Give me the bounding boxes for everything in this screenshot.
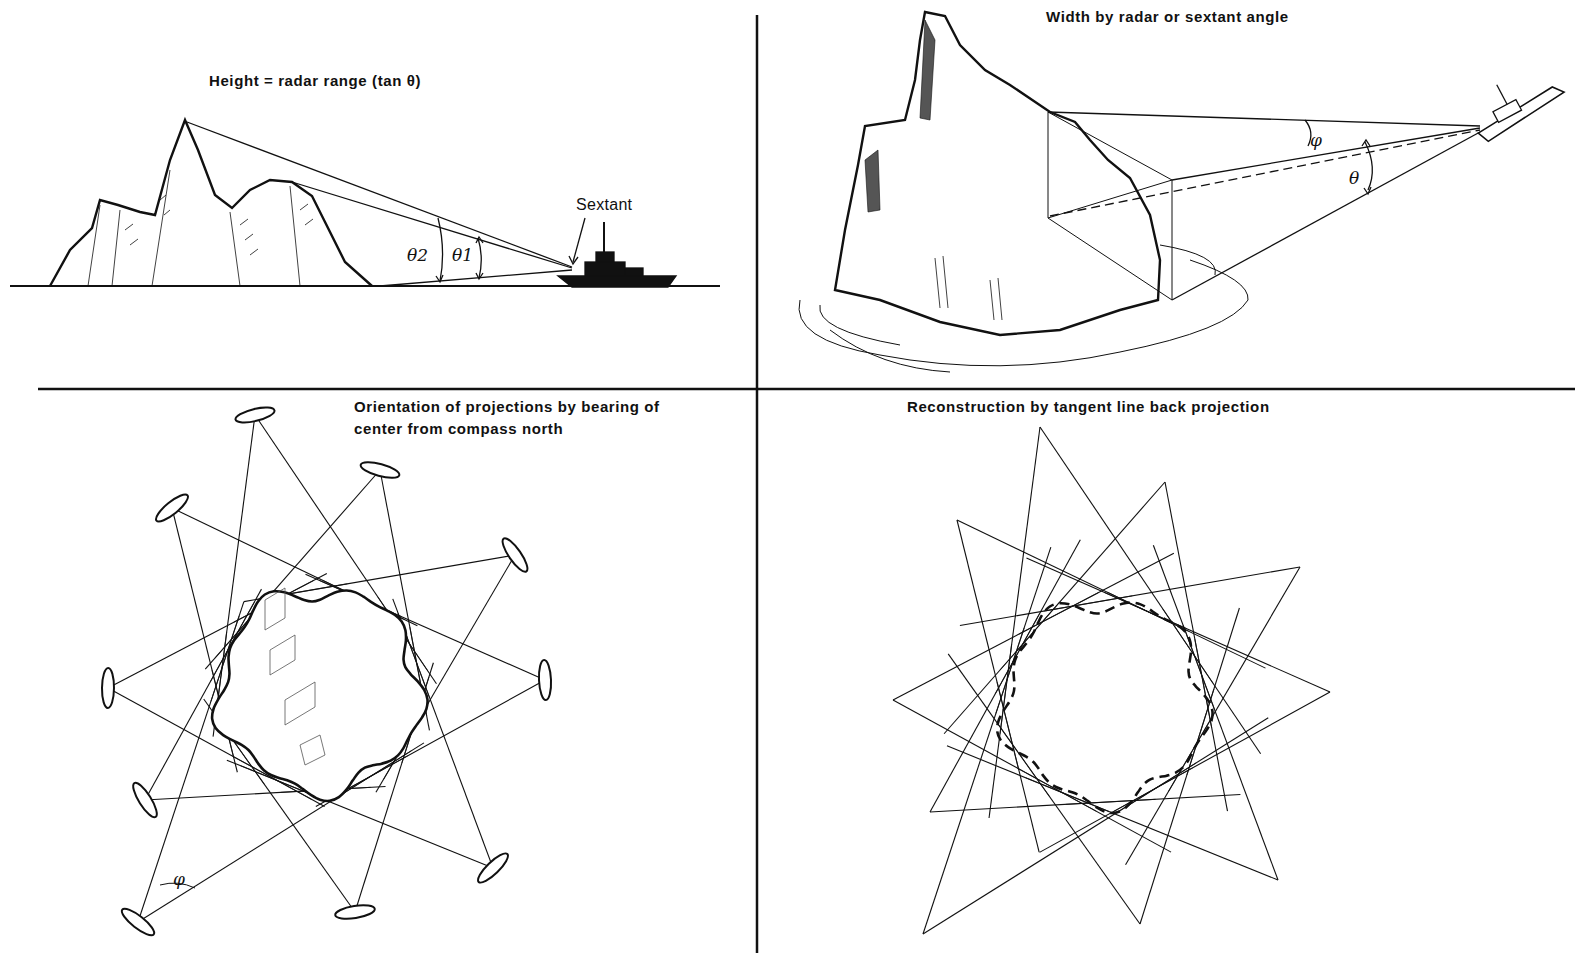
sextant-label: Sextant (575, 193, 633, 216)
ship-symbol (119, 905, 158, 939)
panel-heading: Reconstruction by tangent line back proj… (906, 396, 1271, 418)
tangent-line (893, 700, 1171, 852)
tangent-line (957, 520, 1039, 852)
sight-line (1048, 112, 1480, 126)
iceberg-shading (125, 195, 313, 255)
tangent-line (989, 427, 1040, 818)
reconstructed-outline (997, 602, 1212, 813)
tangent-line (1165, 482, 1228, 811)
ship-symbol (129, 780, 160, 820)
leader-line (573, 218, 585, 262)
tangent-tick (1104, 592, 1186, 628)
angle-label: φ (1309, 128, 1323, 153)
tangent-line (227, 760, 493, 868)
ship-symbol (538, 660, 552, 700)
iceberg-shading (265, 588, 325, 765)
angle-arc (438, 218, 443, 281)
tangent-tick (997, 682, 1019, 769)
tangent-line (893, 553, 1174, 700)
ship-superstructure (1493, 100, 1522, 123)
tangent-tick (1019, 593, 1099, 635)
panel-heading: Orientation of projections by bearing of… (353, 396, 707, 440)
panel-heading: Width by radar or sextant angle (1045, 6, 1290, 28)
angle-label: θ2 (406, 243, 429, 268)
tangent-line (930, 795, 1240, 812)
iceberg-profile (50, 120, 372, 286)
ship-symbol (234, 405, 276, 426)
iceberg-outline (212, 590, 427, 801)
tangent-tick (1066, 799, 1156, 804)
iceberg-shading (865, 20, 935, 212)
arrow-tick (436, 237, 483, 282)
ship-hull (558, 276, 676, 287)
tangent-line (1040, 692, 1330, 852)
ship-symbol (359, 459, 401, 481)
tangent-tick (1018, 768, 1097, 811)
angle-arc (478, 238, 481, 278)
ship-superstructure (585, 262, 625, 276)
water-ripple (799, 245, 1248, 372)
ship-symbol (334, 903, 375, 921)
tangent-line (930, 540, 1080, 812)
tangent-line (138, 602, 244, 922)
tangent-line (957, 520, 1265, 668)
angle-arc (1305, 120, 1311, 146)
sight-line (1050, 130, 1480, 216)
reconstruction-view (893, 427, 1330, 934)
tangent-line (923, 547, 1051, 934)
ship-bridge (596, 252, 614, 262)
tangent-line (1153, 545, 1278, 880)
angle-label: φ (172, 867, 186, 892)
ship-symbol (102, 668, 114, 708)
tangent-line (944, 482, 1165, 734)
tangent-tick (997, 723, 1049, 796)
ship-mast (603, 222, 605, 252)
ship-symbol (499, 535, 532, 575)
tangent-tick (1000, 602, 1059, 670)
angle-arc (1365, 142, 1372, 190)
iceberg-hatching (88, 170, 300, 286)
ship-symbol (153, 491, 192, 526)
tangent-tick (1169, 714, 1214, 792)
sight-line (187, 122, 572, 267)
angle-label: θ1 (451, 243, 474, 268)
plan-view (102, 405, 552, 940)
panel-divider (38, 388, 1575, 391)
ship-mast (1497, 85, 1507, 104)
ship-symbol (1462, 59, 1567, 144)
ship-hull (1475, 83, 1567, 143)
tangent-line (1040, 427, 1261, 754)
sight-line (1172, 128, 1480, 180)
sight-line (380, 270, 572, 286)
tangent-line (948, 654, 1140, 924)
tangent-tick (996, 614, 1040, 693)
panel-heading: Height = radar range (tan θ) (208, 70, 422, 92)
projection-box (1048, 112, 1172, 300)
iceberg-outline (835, 12, 1160, 335)
arrow-head (569, 256, 578, 264)
tangent-tick (996, 628, 1024, 713)
sight-line (292, 182, 572, 268)
ship-deckhouse (625, 268, 643, 276)
ship-symbol (474, 850, 511, 886)
panel-divider (756, 15, 759, 953)
angle-label: θ (1348, 166, 1360, 191)
tangent-tick (1195, 639, 1212, 727)
arrow-tick (1362, 140, 1371, 194)
iceberg-hatching (935, 256, 1002, 320)
tangent-tick (1000, 644, 1012, 733)
sight-line (1172, 132, 1480, 300)
tangent-line (923, 718, 1268, 934)
